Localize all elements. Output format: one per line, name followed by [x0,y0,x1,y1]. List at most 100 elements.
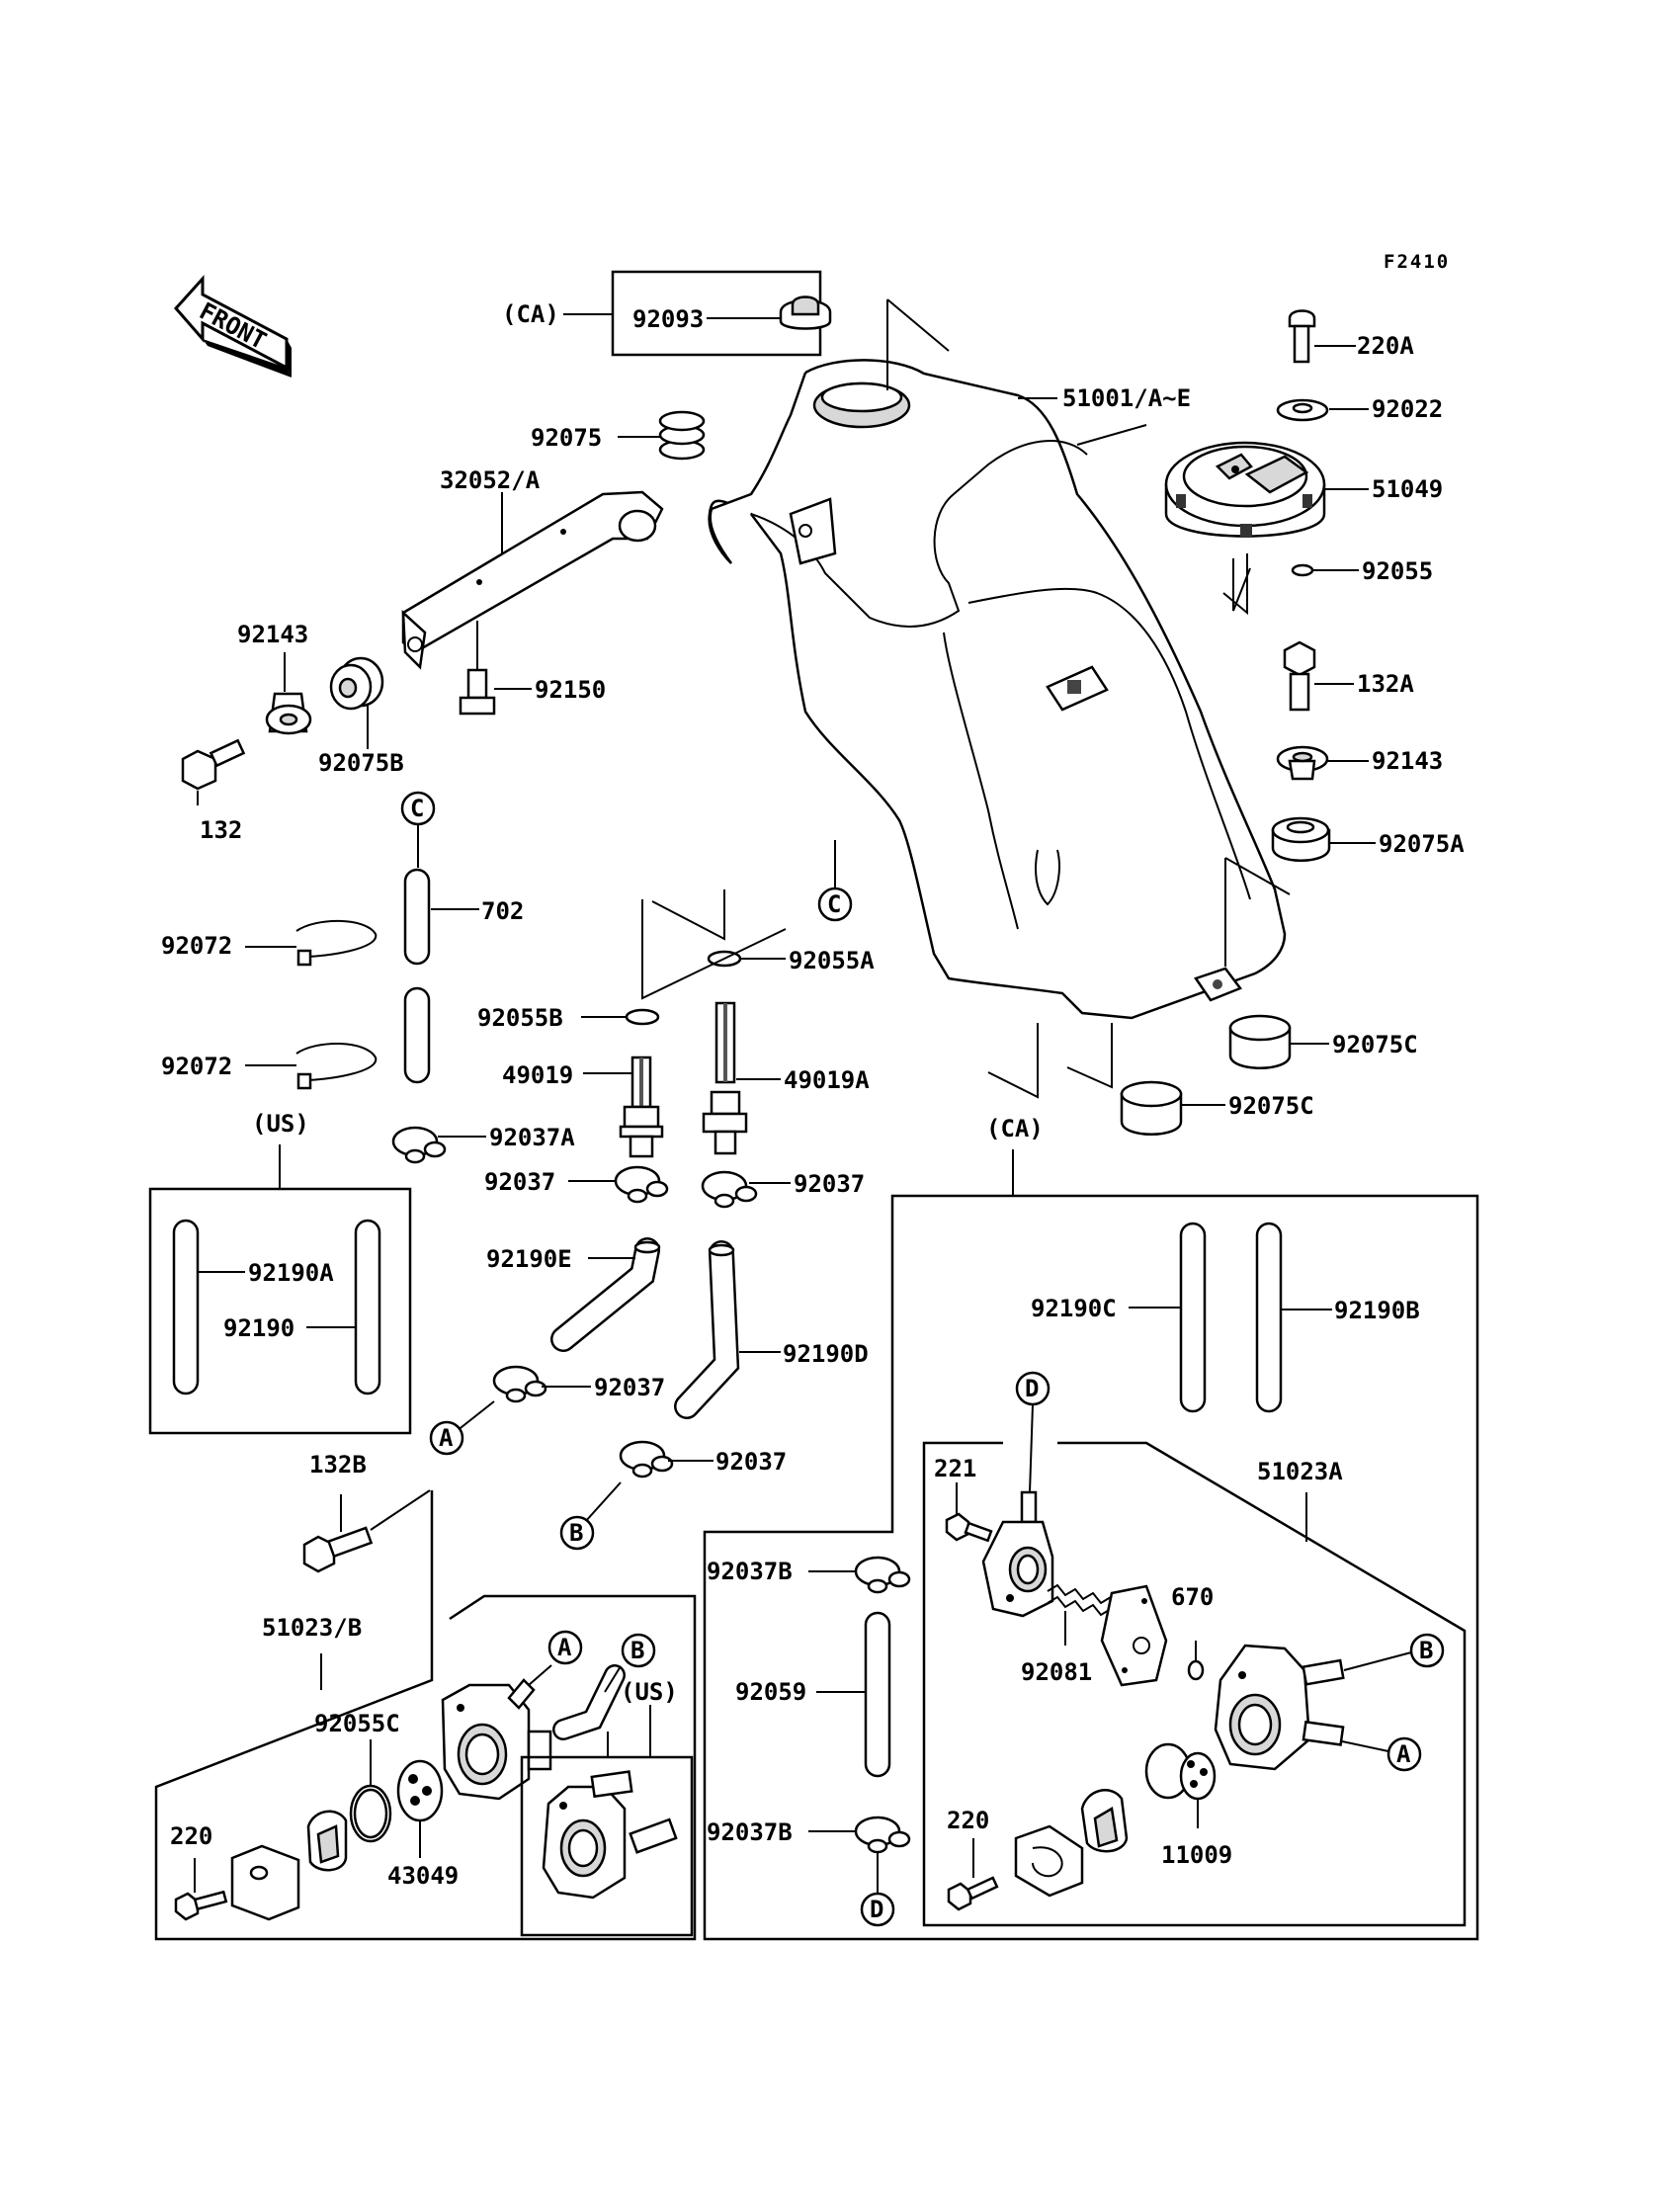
gasket-92037-a-ref: A [429,1365,591,1456]
callout-92190: 92190 [223,1314,294,1342]
oring-670 [1187,1641,1205,1681]
ref-a-left: A [439,1424,454,1452]
oring-92055 [1291,563,1359,577]
bolt-132b [302,1489,431,1573]
clamp-92072-a [245,919,378,967]
gasket-92037-b-ref: B [559,1440,714,1551]
callout-51023a: 51023A [1257,1458,1343,1485]
label-us-bottom: (US) [621,1678,678,1706]
callout-92037-d: 92037 [715,1448,787,1476]
gasket-92037a [391,1126,486,1164]
gasket-11009 [1144,1742,1217,1828]
callout-132: 132 [200,816,242,844]
fuel-valve-body-us: A B [441,1630,656,1801]
callout-92190c: 92190C [1031,1295,1117,1322]
callout-702: 702 [481,897,524,925]
grommet-92075a [1271,816,1376,862]
fuel-tank [708,298,1291,1099]
callout-220a: 220A [1357,332,1414,360]
callout-92022: 92022 [1372,395,1443,423]
callout-51001: 51001/A~E [1062,384,1191,412]
label-ca-right: (CA) [986,1115,1044,1142]
collar-92143-left [265,652,312,735]
damper-92075c-a [1228,1014,1329,1069]
callout-92072-a: 92072 [161,932,232,960]
callout-11009: 11009 [1161,1841,1232,1869]
screw-221 [945,1482,993,1543]
callout-92037b-a: 92037B [707,1558,793,1585]
oring-92055b [581,899,787,1026]
oring-92055a [651,889,786,968]
diaphragm-plate [1100,1584,1168,1687]
callout-92075a: 92075A [1379,830,1465,858]
cover-plate-us [230,1844,300,1921]
callout-221: 221 [934,1455,976,1482]
collar-92143-right [1276,745,1369,781]
callout-92037-c: 92037 [594,1374,665,1401]
callout-132b: 132B [309,1451,367,1479]
ref-d-top: D [1025,1375,1039,1402]
callout-92055b: 92055B [477,1004,563,1032]
damper-92075c-b [1120,1080,1225,1136]
ref-b-left: B [569,1519,583,1547]
callout-220-left: 220 [170,1822,212,1850]
hose-92190e [550,1237,661,1352]
callout-92143-right: 92143 [1372,747,1443,775]
ca-grommet-box [563,270,832,357]
callout-92075b: 92075B [318,749,404,777]
fuel-cock-51023a-box: D [922,1371,1467,1927]
screw-220-right [947,1838,999,1911]
screw-220a [1288,309,1356,364]
cover-plate-ca [1014,1824,1084,1898]
hose-702: C [400,791,479,1084]
ref-a-right: A [1396,1740,1411,1768]
callout-92093: 92093 [632,305,704,333]
ref-c-tank-marker: C [817,840,853,922]
callout-92037-right: 92037 [794,1170,865,1198]
fuel-tap-49019 [583,1056,664,1158]
callout-43049: 43049 [387,1862,459,1890]
label-ca-top: (CA) [502,300,559,328]
gasket-43049 [396,1759,444,1858]
ref-b-right: B [1419,1637,1433,1664]
bolt-92150 [459,621,532,716]
spring-92081 [1047,1583,1112,1646]
bolt-132 [181,738,246,805]
callout-92075: 92075 [531,424,602,452]
gasket-92037-right [701,1170,791,1209]
callout-92055a: 92055A [789,947,875,974]
callout-92190d: 92190D [783,1340,869,1368]
callout-49019: 49019 [502,1061,573,1089]
front-label: FRONT [195,297,271,356]
bracket-32052 [401,490,664,670]
hose-92059 [816,1611,891,1778]
fuel-cock-51023b-outline [154,1490,697,1941]
ca-hose-outline [703,1149,1479,1941]
callout-92075c-b: 92075C [1228,1092,1314,1120]
us-hose-box [148,1144,412,1435]
lever-us [306,1810,348,1872]
figure-code: F2410 [1384,251,1450,273]
callout-32052: 32052/A [440,466,541,494]
hose-92190d [674,1240,781,1419]
callout-92072-b: 92072 [161,1053,232,1080]
fuel-valve-body-ca: B A [1214,1633,1445,1772]
callout-92055c: 92055C [314,1710,400,1737]
callout-92190a: 92190A [248,1259,334,1287]
fuel-cock-body-ca [981,1490,1054,1618]
bolt-132a [1283,640,1354,712]
callout-49019a: 49019A [784,1066,870,1094]
callout-92055: 92055 [1362,557,1433,585]
clamp-92072-b [245,1043,378,1090]
ref-c-top: C [410,795,424,822]
ref-a-valve: A [557,1634,572,1661]
gasket-92037-left [568,1165,669,1204]
ref-d-bottom: D [870,1896,883,1923]
grommet-92075 [618,410,706,461]
washer-92022 [1276,398,1369,422]
callout-51049: 51049 [1372,475,1443,503]
fuel-tap-49019a [702,1001,781,1155]
callout-92037a: 92037A [489,1124,575,1151]
gasket-92037b-bottom: D [808,1816,911,1927]
